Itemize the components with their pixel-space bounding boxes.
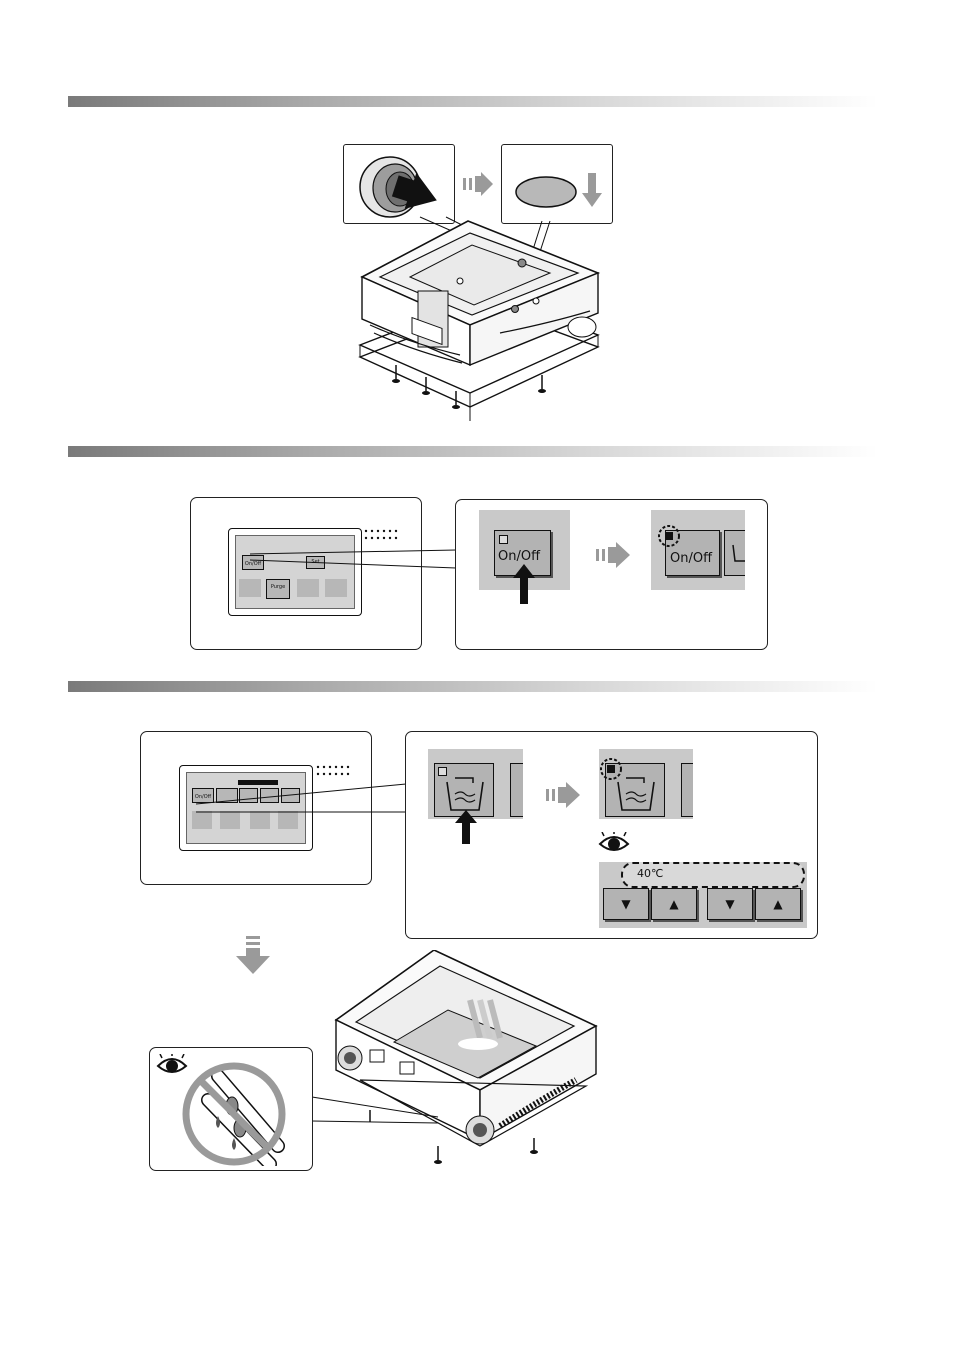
double-arrow-down-icon <box>236 936 270 976</box>
double-arrow-right-icon <box>596 542 630 568</box>
zoom-connector-lines-2 <box>190 782 410 822</box>
temp-down-button[interactable]: ▼ <box>603 888 649 920</box>
next-button-partial <box>724 530 745 576</box>
press-arrow-up-icon <box>513 564 535 604</box>
section-divider-3 <box>68 681 878 692</box>
section-divider-2 <box>68 446 878 457</box>
section-divider-1 <box>68 96 878 107</box>
bathtub-illustration-top <box>350 215 610 425</box>
zoom-onoff-after-label: On/Off <box>670 551 712 566</box>
onoff-zoom-frame: On/Off On/Off <box>455 499 768 650</box>
bathtub-fill-icon <box>443 774 487 814</box>
leak-check-connector-lines <box>310 1095 450 1135</box>
fill-button[interactable] <box>434 763 494 817</box>
onoff-after-panel: On/Off <box>651 510 745 590</box>
level-down-button[interactable]: ▼ <box>707 888 753 920</box>
double-arrow-right-icon <box>463 172 493 196</box>
zoom-onoff-label: On/Off <box>498 549 540 564</box>
panel-purge-button[interactable]: Purge <box>266 579 290 599</box>
temperature-panel: 40℃ ▼ ▲ ▼ ▲ <box>599 862 807 928</box>
zoom-connector-lines <box>240 548 460 578</box>
speaker-grille-2 <box>315 764 355 778</box>
temp-up-button[interactable]: ▲ <box>651 888 697 920</box>
drain-plug-zoom-frame <box>343 144 455 224</box>
drain-plug-lowered-illustration <box>502 145 612 223</box>
drain-plug-lowered-frame <box>501 144 613 224</box>
press-arrow-up-icon-2 <box>455 810 477 844</box>
lit-indicator-icon-2 <box>599 757 623 781</box>
eye-icon <box>598 832 630 854</box>
prohibited-sign-icon <box>178 1056 290 1166</box>
lit-indicator-icon <box>657 524 681 548</box>
double-arrow-right-icon-2 <box>546 782 580 808</box>
fill-zoom-frame: 40℃ ▼ ▲ ▼ ▲ <box>405 731 818 939</box>
level-up-button[interactable]: ▲ <box>755 888 801 920</box>
fill-after-panel <box>599 749 693 819</box>
panel-purge-label: Purge <box>271 584 285 590</box>
speaker-grille <box>363 528 403 542</box>
leak-check-frame <box>149 1047 313 1171</box>
drain-plug-press-illustration <box>344 145 454 223</box>
bathtub-illustration-bottom <box>330 950 600 1172</box>
temperature-display: 40℃ <box>637 867 663 880</box>
